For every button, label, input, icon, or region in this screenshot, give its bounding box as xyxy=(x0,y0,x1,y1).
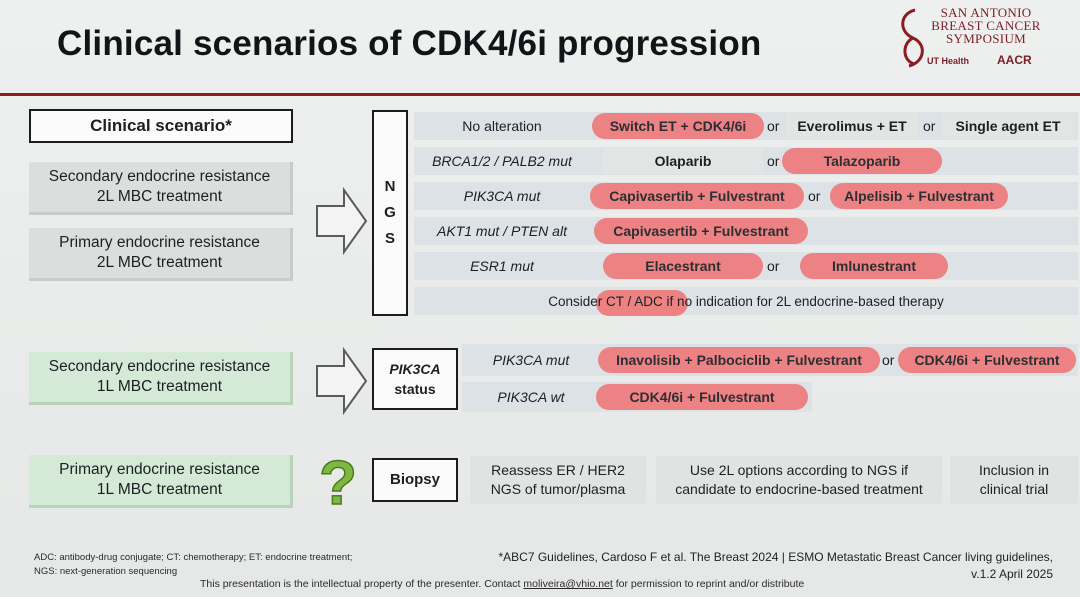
or-text: or xyxy=(767,153,780,169)
biopsy-box: Biopsy xyxy=(372,458,458,502)
reference-text: *ABC7 Guidelines, Cardoso F et al. The B… xyxy=(498,550,1054,564)
row-label: PIK3CA mut xyxy=(492,352,570,368)
sabcs-logo: SAN ANTONIO BREAST CANCER SYMPOSIUM UT H… xyxy=(893,2,1053,92)
question-mark-icon: ? xyxy=(318,448,357,516)
disclaimer-text: This presentation is the intellectual pr… xyxy=(200,578,805,590)
option-alpelisib: Alpelisib + Fulvestrant xyxy=(830,183,1008,209)
svg-text:?: ? xyxy=(319,449,357,516)
option-capivasertib: Capivasertib + Fulvestrant xyxy=(594,218,808,244)
abbreviations-line2: NGS: next-generation sequencing xyxy=(34,566,178,577)
right-arrow-icon xyxy=(316,186,368,256)
option-talazoparib: Talazoparib xyxy=(782,148,942,174)
option-everolimus: Everolimus + ET xyxy=(786,113,918,139)
ut-health-logo: UT Health xyxy=(927,56,970,66)
or-text: or xyxy=(808,188,821,204)
option-capivasertib: Capivasertib + Fulvestrant xyxy=(590,183,804,209)
ribbon-logo-icon xyxy=(901,8,924,68)
consider-ct-adc-text: Consider CT / ADC if no indication for 2… xyxy=(548,293,944,309)
email-link[interactable]: moliveira@vhio.net xyxy=(523,578,613,590)
highlight-mark xyxy=(596,290,688,316)
or-text: or xyxy=(767,258,780,274)
row-label: PIK3CA wt xyxy=(497,389,565,405)
option-inavolisib: Inavolisib + Palbociclib + Fulvestrant xyxy=(598,347,880,373)
row-label: AKT1 mut / PTEN alt xyxy=(437,223,567,239)
or-text: or xyxy=(882,352,895,368)
row-label: BRCA1/2 / PALB2 mut xyxy=(432,153,572,169)
ngs-row-consider xyxy=(414,287,1078,315)
clinical-scenario-header: Clinical scenario* xyxy=(29,109,293,143)
option-switch-et: Switch ET + CDK4/6i xyxy=(592,113,764,139)
option-cdk46i-fulvestrant: CDK4/6i + Fulvestrant xyxy=(596,384,808,410)
or-text: or xyxy=(767,118,780,134)
right-arrow-icon xyxy=(316,346,368,416)
logo-text: SAN ANTONIO BREAST CANCER SYMPOSIUM xyxy=(931,5,1041,46)
option-olaparib: Olaparib xyxy=(603,148,763,174)
row-label: ESR1 mut xyxy=(470,258,534,274)
or-text: or xyxy=(923,118,936,134)
title-divider xyxy=(0,93,1080,96)
option-cdk46i-fulvestrant: CDK4/6i + Fulvestrant xyxy=(898,347,1076,373)
option-imlunestrant: Imlunestrant xyxy=(800,253,948,279)
option-elacestrant: Elacestrant xyxy=(603,253,763,279)
aacr-logo: AACR xyxy=(997,53,1032,67)
version-text: v.1.2 April 2025 xyxy=(971,567,1053,581)
row-label: PIK3CA mut xyxy=(463,188,541,204)
option-single-agent-et: Single agent ET xyxy=(942,113,1074,139)
slide-title: Clinical scenarios of CDK4/6i progressio… xyxy=(57,24,762,63)
abbreviations-line1: ADC: antibody-drug conjugate; CT: chemot… xyxy=(34,552,353,563)
row-label: No alteration xyxy=(462,118,542,134)
